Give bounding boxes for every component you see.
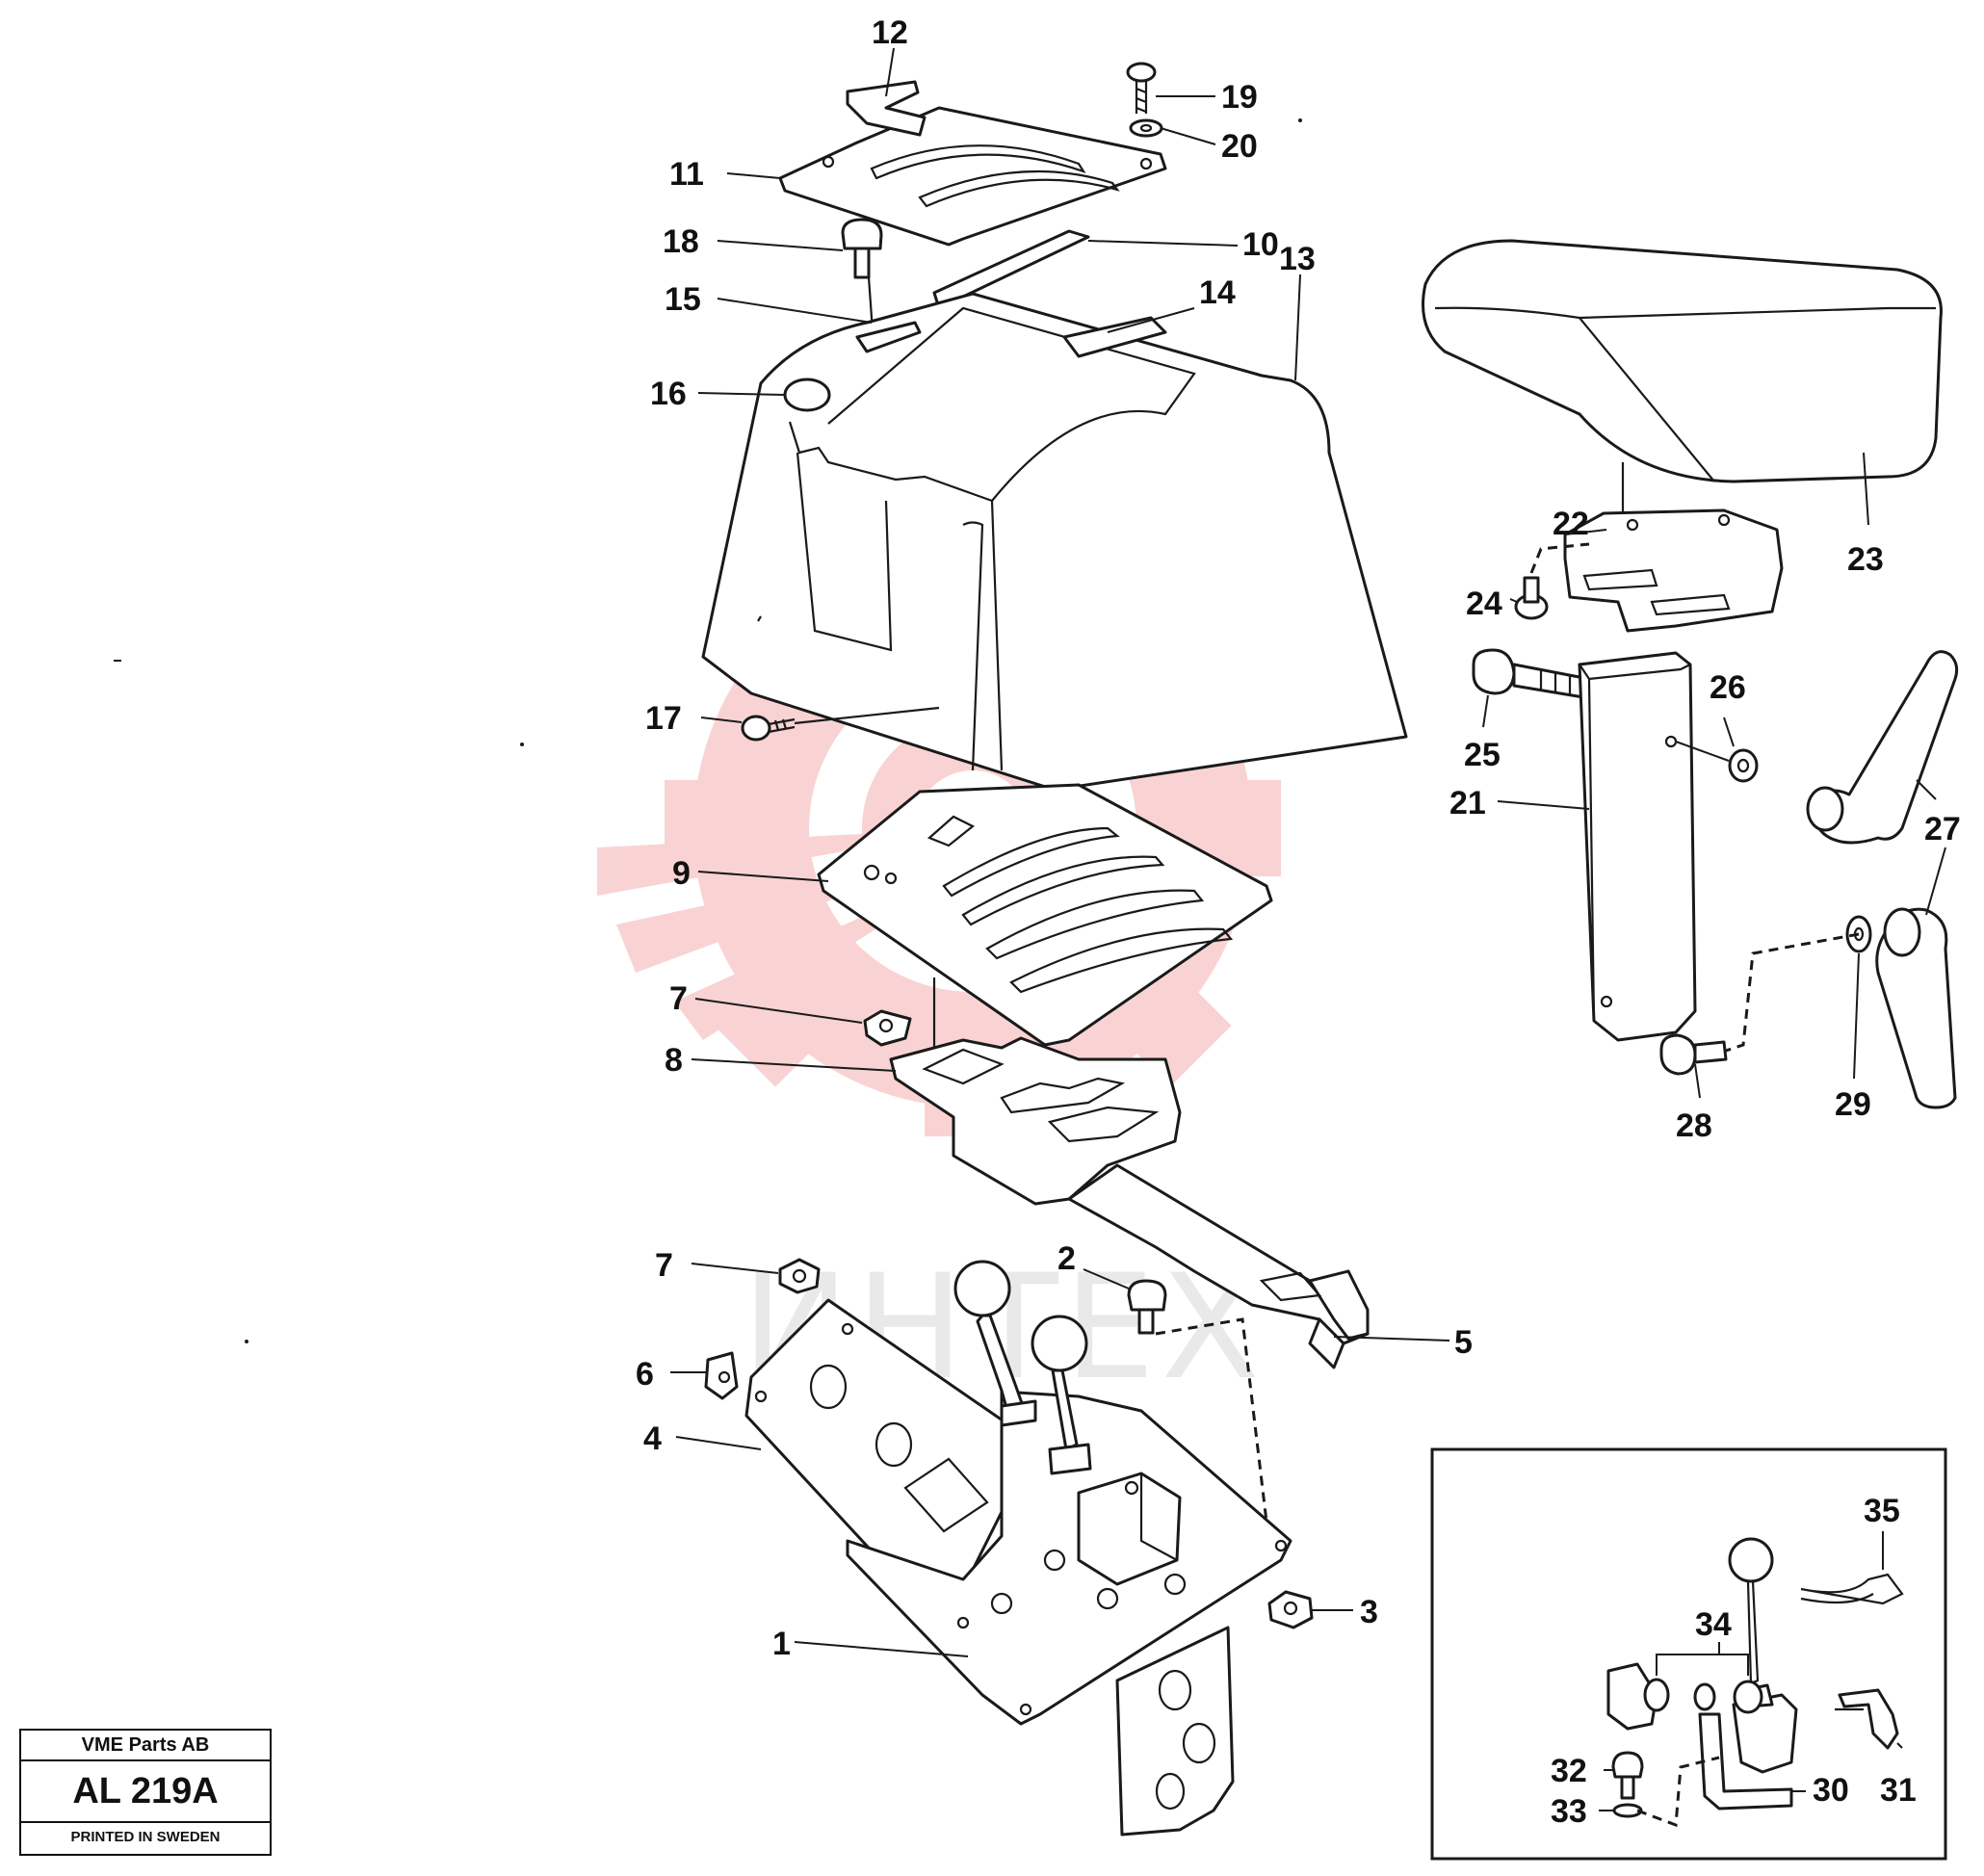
callout-25: 25 bbox=[1464, 737, 1501, 773]
callout-8: 8 bbox=[665, 1042, 683, 1079]
callout-30: 30 bbox=[1813, 1772, 1849, 1809]
part-8-gate-plate bbox=[889, 1036, 1182, 1206]
part-9-plate bbox=[817, 783, 1273, 1050]
part-7-nut-lower bbox=[778, 1258, 821, 1294]
callout-23: 23 bbox=[1847, 541, 1884, 578]
callout-5: 5 bbox=[1454, 1324, 1473, 1361]
callout-13: 13 bbox=[1279, 241, 1316, 277]
part-23-armrest-pad bbox=[1422, 239, 1943, 525]
callout-4: 4 bbox=[643, 1420, 662, 1457]
callout-labels: 12 11 19 20 18 10 13 14 15 16 17 9 7 8 7… bbox=[636, 14, 1961, 1830]
callout-31: 31 bbox=[1880, 1772, 1917, 1809]
callout-17: 17 bbox=[645, 700, 682, 737]
part-2-knob bbox=[1127, 1279, 1268, 1523]
part-5-bracket bbox=[1067, 1163, 1370, 1369]
callout-32: 32 bbox=[1551, 1753, 1587, 1789]
part-25-bolt bbox=[1472, 648, 1591, 700]
leader-lines bbox=[670, 47, 1946, 1811]
callout-34: 34 bbox=[1695, 1606, 1732, 1643]
part-26-washer bbox=[1728, 748, 1759, 783]
callout-3: 3 bbox=[1360, 1594, 1378, 1630]
callout-33: 33 bbox=[1551, 1793, 1587, 1830]
callout-29: 29 bbox=[1835, 1086, 1871, 1123]
callout-18: 18 bbox=[663, 223, 699, 260]
part-3-nut bbox=[1267, 1590, 1314, 1629]
callout-7-upper: 7 bbox=[669, 980, 688, 1017]
printed-note: PRINTED IN SWEDEN bbox=[70, 1829, 221, 1845]
company-name: VME Parts AB bbox=[21, 1731, 270, 1761]
callout-1: 1 bbox=[772, 1626, 791, 1662]
callout-24: 24 bbox=[1466, 586, 1502, 622]
callout-7-lower: 7 bbox=[655, 1247, 673, 1284]
callout-14: 14 bbox=[1199, 274, 1236, 311]
part-11-top-plate bbox=[778, 106, 1167, 247]
part-1-valve-block bbox=[846, 1260, 1292, 1837]
callout-15: 15 bbox=[665, 281, 701, 318]
part-20-washer bbox=[1129, 118, 1163, 138]
part-28-screw bbox=[1659, 1033, 1728, 1076]
part-21-tube bbox=[1578, 651, 1730, 1042]
callout-16: 16 bbox=[650, 376, 687, 412]
part-17-screw bbox=[741, 706, 940, 742]
part-27-handle-lower bbox=[1875, 907, 1957, 1109]
callout-19: 19 bbox=[1221, 79, 1258, 116]
part-13-housing bbox=[701, 292, 1408, 792]
callout-2: 2 bbox=[1057, 1240, 1076, 1277]
callout-10: 10 bbox=[1242, 226, 1279, 263]
callout-20: 20 bbox=[1221, 128, 1258, 165]
inset-detail bbox=[1430, 1447, 1947, 1861]
callout-9: 9 bbox=[672, 855, 691, 892]
callout-35: 35 bbox=[1864, 1493, 1900, 1529]
callout-6: 6 bbox=[636, 1356, 654, 1393]
callout-26: 26 bbox=[1710, 669, 1746, 706]
part-6-clip bbox=[704, 1351, 739, 1400]
drawing-number: AL 219A bbox=[21, 1761, 270, 1823]
callout-11: 11 bbox=[669, 156, 704, 193]
part-27-handle-upper bbox=[1806, 650, 1959, 845]
part-19-screw bbox=[1126, 62, 1157, 114]
part-7-nut-upper bbox=[863, 1009, 912, 1047]
callout-22: 22 bbox=[1553, 506, 1589, 542]
part-22-mounting-bracket bbox=[1563, 508, 1784, 633]
callout-27: 27 bbox=[1924, 811, 1961, 847]
part-12-clip bbox=[846, 80, 927, 137]
part-29-washer bbox=[1713, 915, 1872, 1056]
title-block: VME Parts AB AL 219A PRINTED IN SWEDEN bbox=[19, 1729, 272, 1856]
callout-28: 28 bbox=[1676, 1107, 1712, 1144]
callout-12: 12 bbox=[872, 14, 908, 51]
stray-marks bbox=[114, 118, 1302, 1343]
part-24-screw bbox=[1514, 542, 1590, 620]
callout-21: 21 bbox=[1449, 785, 1486, 821]
